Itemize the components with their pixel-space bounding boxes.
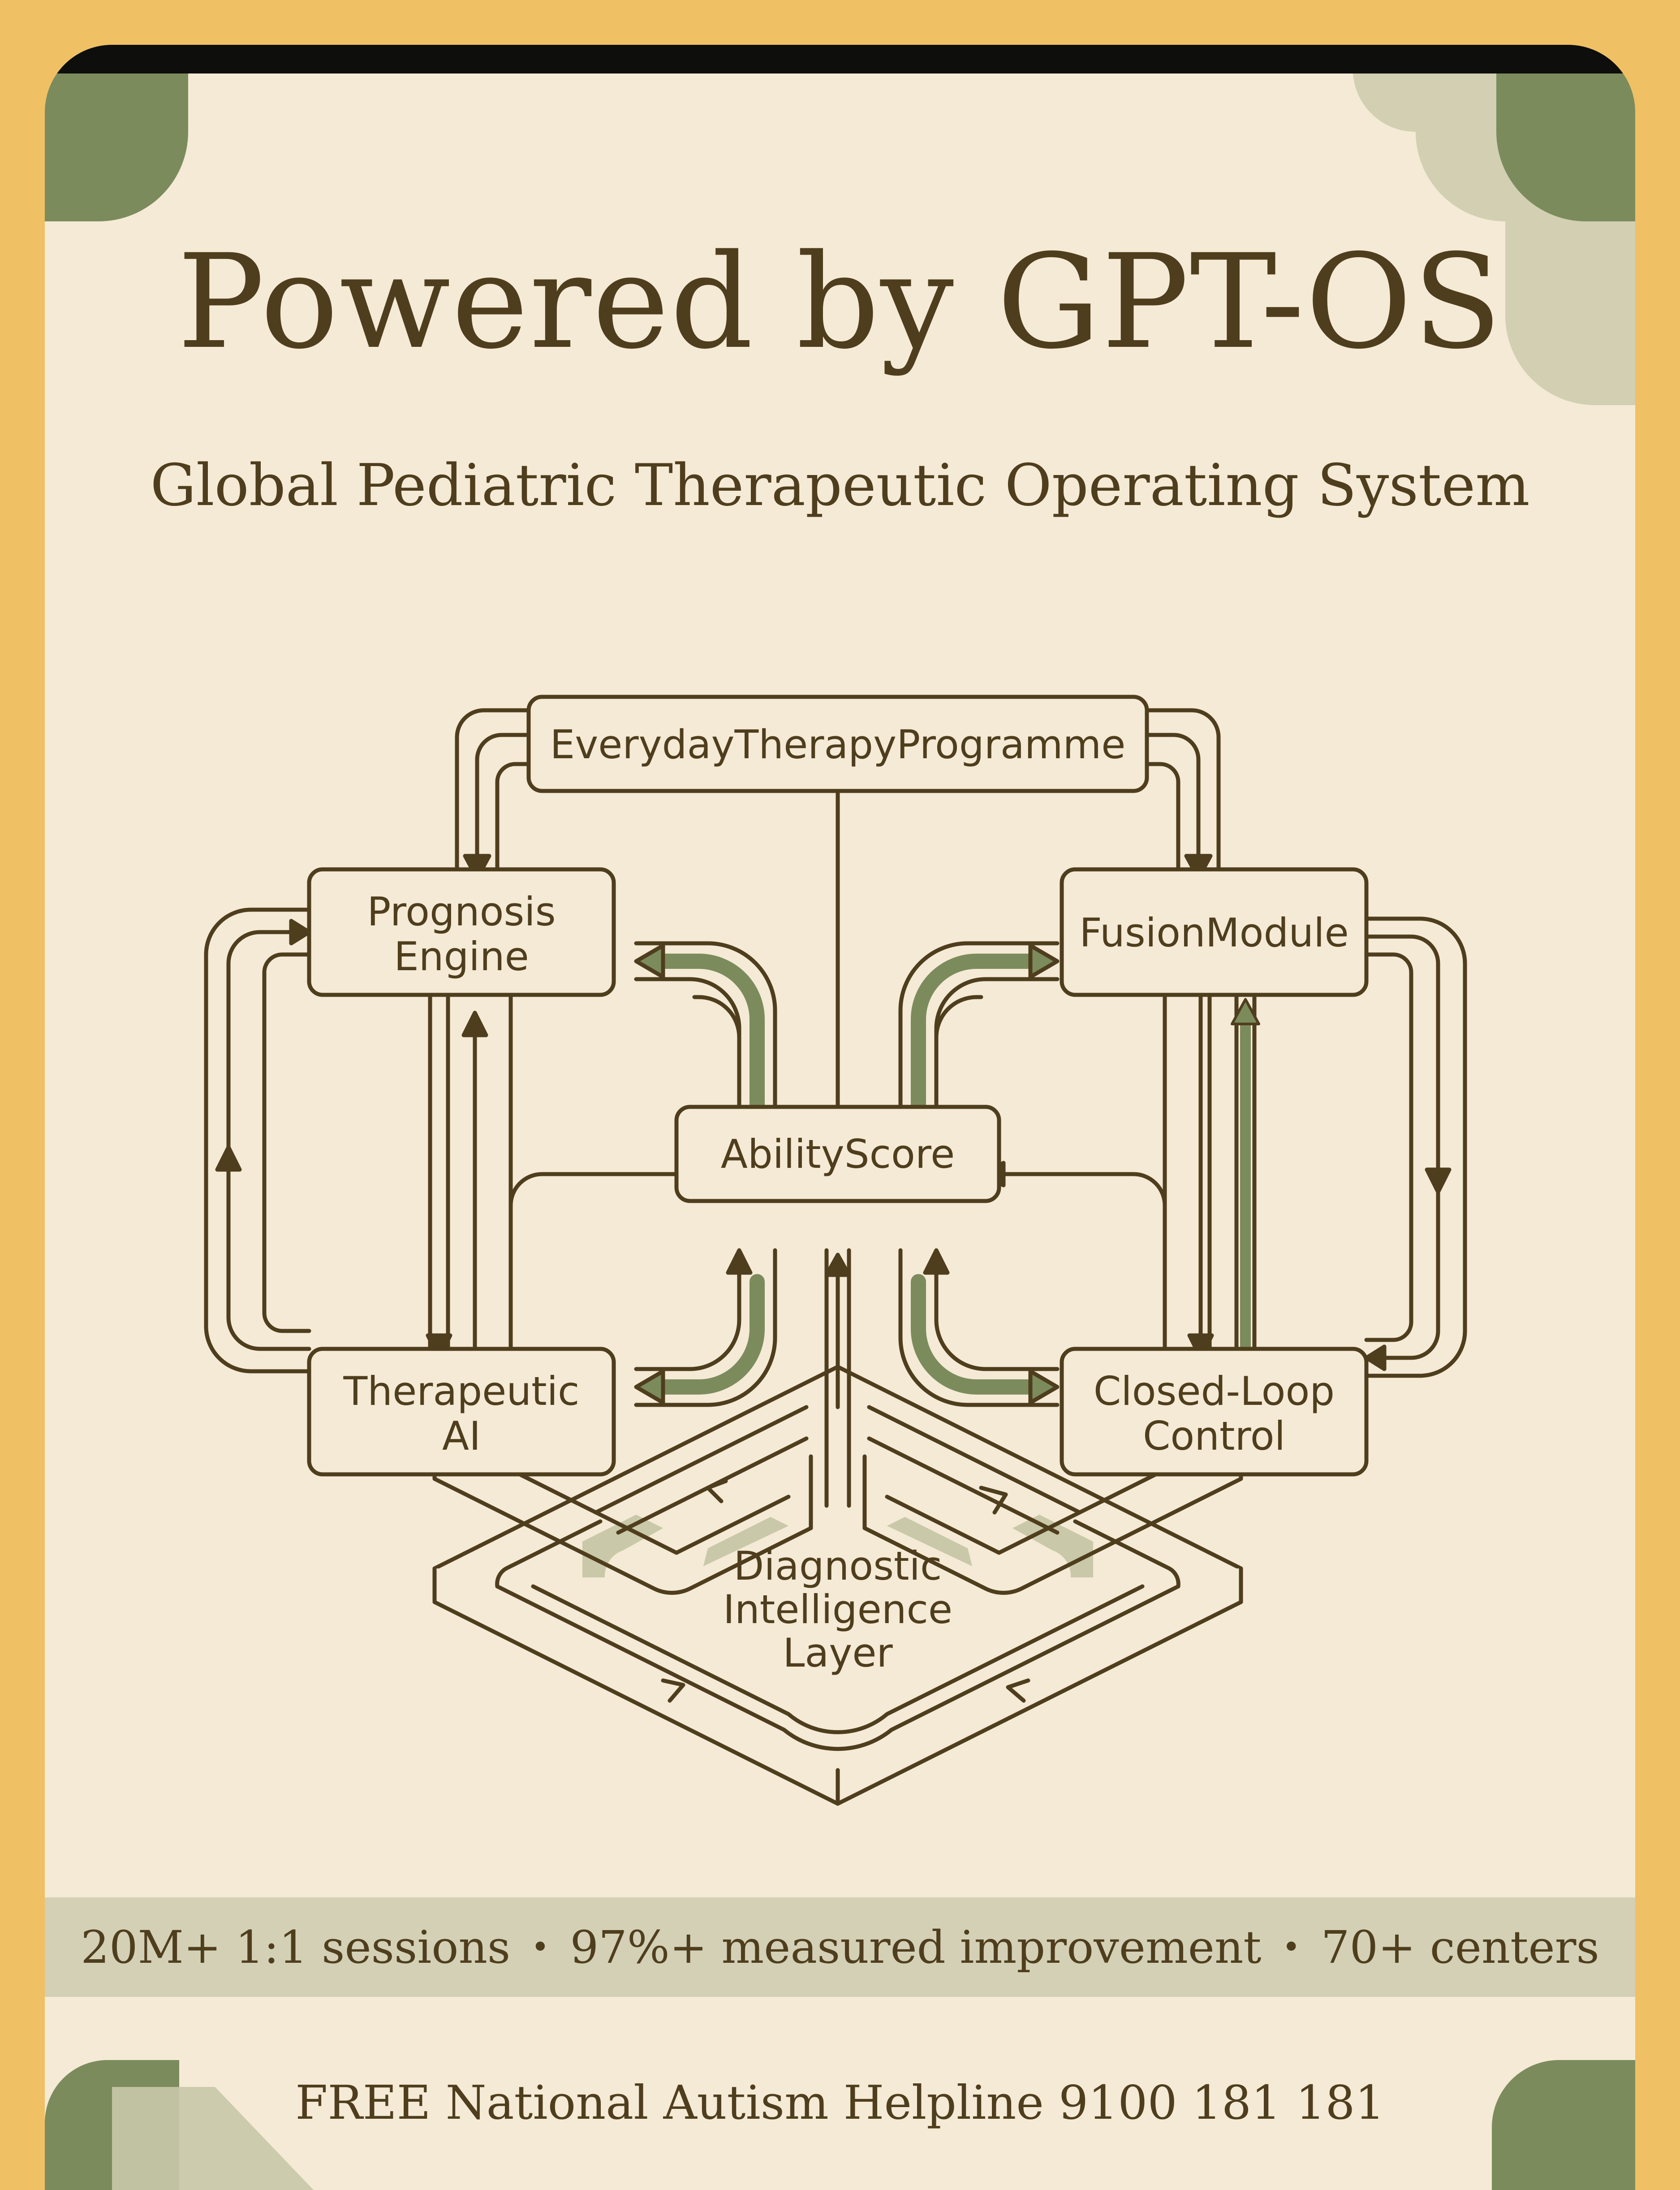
node-ability-score: [674, 1105, 1001, 1203]
label-diagnostic-line2: Intelligence: [723, 1586, 952, 1633]
corner-decoration-bottom-right: [1492, 2060, 1635, 2190]
stat-centers: 70+ centers: [1321, 1921, 1599, 1974]
stat-separator: •: [531, 1929, 550, 1965]
page-subtitle: Global Pediatric Therapeutic Operating S…: [150, 452, 1530, 519]
label-closedloop-line1: Closed-Loop: [1094, 1368, 1335, 1414]
label-therapeutic-line2: AI: [442, 1413, 481, 1459]
label-diagnostic-line1: Diagnostic: [734, 1543, 942, 1589]
node-labels: EverydayTherapyProgramme Prognosis Engin…: [343, 721, 1349, 1676]
node-closed-loop-control: [1060, 1347, 1369, 1477]
page-title: Powered by GPT-OS: [177, 227, 1503, 378]
label-fusion-module: FusionModule: [1079, 910, 1348, 956]
top-bar: [45, 45, 1635, 73]
label-therapeutic-line1: Therapeutic: [343, 1368, 580, 1414]
label-ability-score: AbilityScore: [721, 1131, 955, 1177]
corner-decoration-top-right: [1353, 73, 1635, 405]
node-fusion-module: [1060, 867, 1369, 997]
stat-separator: •: [1282, 1929, 1301, 1965]
label-prognosis-line1: Prognosis: [367, 889, 556, 935]
node-therapeutic-ai: [307, 1347, 616, 1477]
architecture-diagram: EverydayTherapyProgramme Prognosis Engin…: [204, 695, 1467, 1806]
helpline-text: FREE National Autism Helpline 9100 181 1…: [295, 2075, 1385, 2130]
stat-sessions: 20M+ 1:1 sessions: [81, 1921, 511, 1974]
diagnostic-layer-platform: [432, 1365, 1243, 1806]
poster-card: Powered by GPT-OS Global Pediatric Thera…: [45, 45, 1635, 2190]
node-everyday-therapy-programme: [526, 695, 1149, 793]
corner-decoration-bottom-left: [45, 2060, 314, 2190]
corner-decoration-top-left: [45, 73, 188, 221]
label-diagnostic-line3: Layer: [783, 1630, 893, 1676]
node-prognosis-engine: [307, 867, 616, 997]
stat-improvement: 97%+ measured improvement: [570, 1921, 1262, 1974]
label-prognosis-line2: Engine: [394, 933, 529, 980]
label-everyday-therapy-programme: EverydayTherapyProgramme: [550, 721, 1126, 768]
label-closedloop-line2: Control: [1143, 1413, 1285, 1459]
central-pipe: [824, 1248, 851, 1508]
stats-band: 20M+ 1:1 sessions • 97%+ measured improv…: [45, 1897, 1635, 1997]
